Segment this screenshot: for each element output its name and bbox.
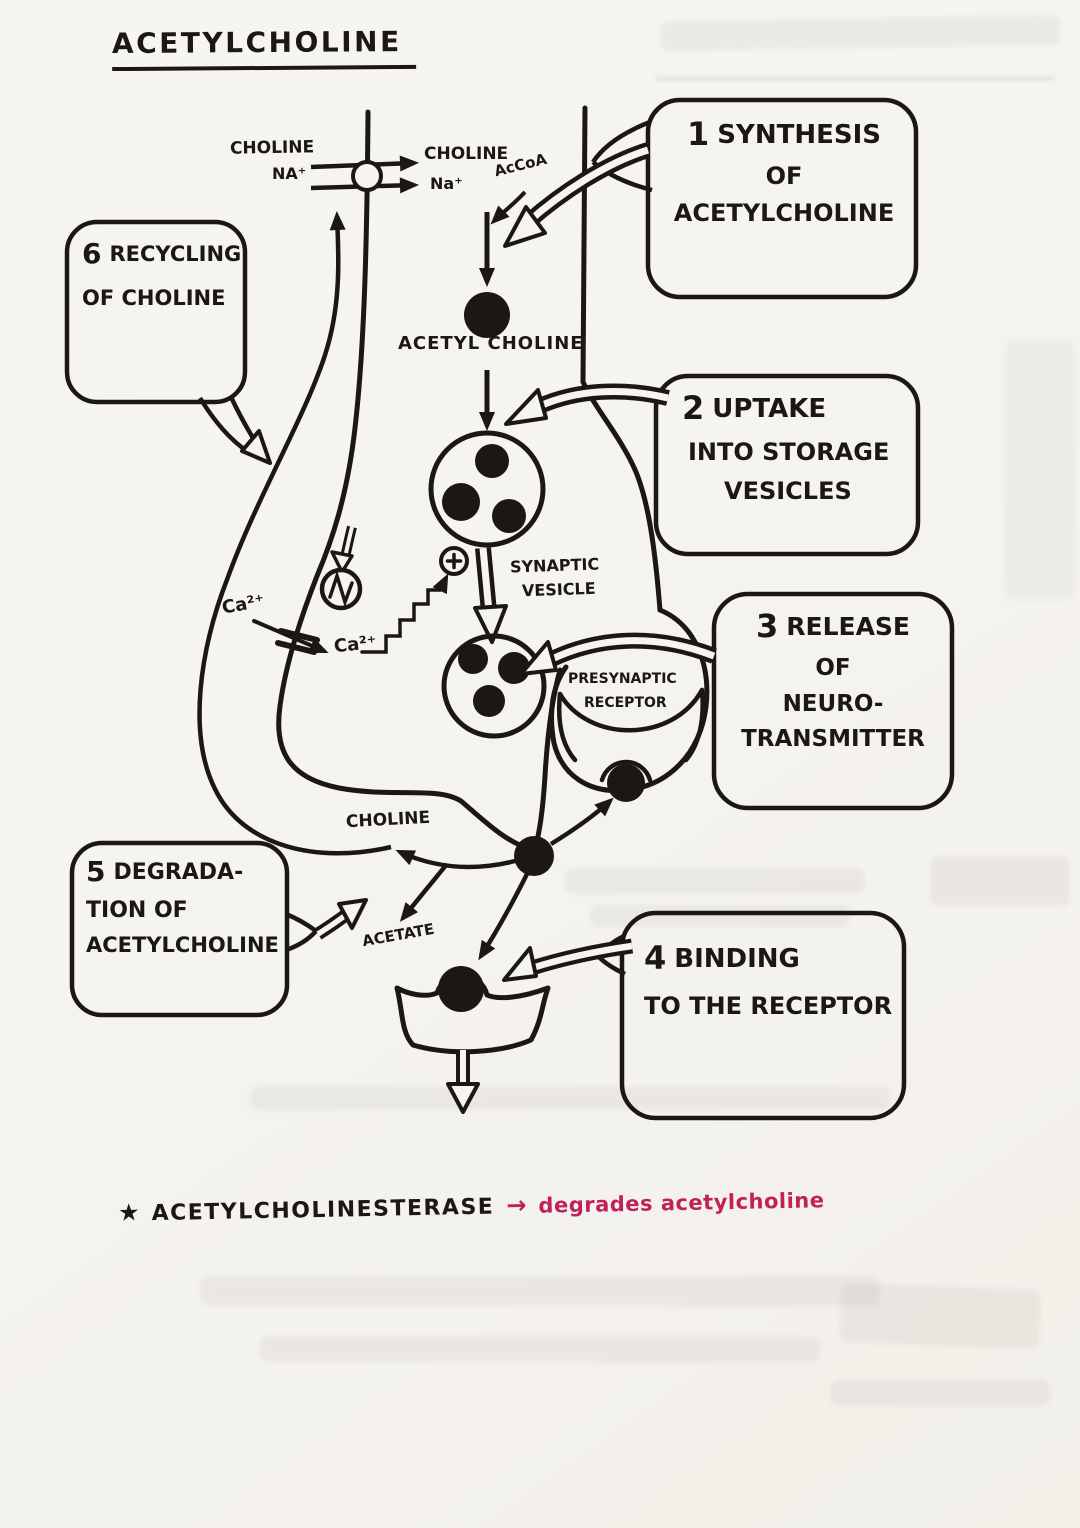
bleed-through-mark bbox=[930, 856, 1070, 906]
choline-recycling-path bbox=[197, 211, 392, 856]
callout-line: TRANSMITTER bbox=[741, 725, 925, 752]
acetylcholine-label: ACETYL CHOLINE bbox=[398, 333, 584, 354]
postsynaptic-receptor-shape bbox=[394, 966, 551, 1055]
vesicle-transport-arrow bbox=[473, 547, 508, 644]
arrow-to-acetate bbox=[399, 862, 449, 922]
callout-number: 2 bbox=[682, 389, 705, 427]
presynaptic-receptor-label-line1: PRESYNAPTIC bbox=[568, 671, 677, 687]
neurotransmitter-on-presynaptic-receptor bbox=[607, 764, 645, 802]
choline-outside-label: CHOLINE bbox=[229, 137, 315, 159]
callout-recycling: 6 RECYCLING OF CHOLINE bbox=[82, 237, 242, 311]
arrow-icon: → bbox=[506, 1190, 527, 1220]
accoa-arrow bbox=[490, 190, 527, 225]
presynaptic-receptor-label-line2: RECEPTOR bbox=[584, 695, 667, 711]
presynaptic-terminal-membrane bbox=[276, 105, 710, 852]
callout-number: 3 bbox=[755, 607, 779, 645]
bleed-through-mark bbox=[200, 1276, 880, 1306]
callout-arrow-release bbox=[519, 632, 717, 676]
sodium-outside-label: NA⁺ bbox=[272, 164, 307, 183]
callout-line: RELEASE bbox=[786, 612, 911, 641]
callout-number: 5 bbox=[86, 855, 106, 888]
callout-line: OF CHOLINE bbox=[82, 286, 226, 311]
synaptic-vesicle-label-line2: VESICLE bbox=[521, 578, 596, 601]
bleed-through-mark bbox=[1005, 340, 1075, 600]
choline-transporter bbox=[310, 155, 419, 194]
arrow-to-postsynaptic-receptor bbox=[478, 872, 530, 961]
neurotransmitter-on-postsynaptic-receptor bbox=[438, 966, 484, 1012]
choline-inside-label: CHOLINE bbox=[424, 144, 509, 164]
callout-line: UPTAKE bbox=[712, 394, 827, 424]
callout-line: OF bbox=[815, 654, 851, 681]
star-icon: ★ bbox=[117, 1198, 140, 1227]
bleed-through-mark bbox=[565, 868, 865, 894]
callout-line: OF bbox=[765, 161, 803, 190]
page-title: ACETYLCHOLINE bbox=[111, 24, 416, 72]
released-neurotransmitter-dot bbox=[514, 836, 554, 876]
callout-line: DEGRADA- bbox=[113, 860, 244, 885]
callout-number: 4 bbox=[644, 939, 667, 977]
callout-line: ACETYLCHOLINE bbox=[86, 933, 279, 958]
callout-line: RECYCLING bbox=[109, 242, 242, 266]
synaptic-vesicle-label-line1: SYNAPTIC bbox=[509, 554, 600, 577]
action-potential-icon bbox=[319, 525, 363, 611]
callout-line: TION OF bbox=[86, 898, 188, 924]
enzyme-definition: degrades acetylcholine bbox=[538, 1188, 825, 1218]
postsynaptic-signal-arrow bbox=[446, 1050, 480, 1114]
callout-degradation: 5 DEGRADA- TION OF ACETYLCHOLINE bbox=[86, 855, 279, 958]
bleed-through-mark bbox=[260, 1336, 820, 1362]
sodium-inside-label: Na⁺ bbox=[430, 174, 463, 193]
callout-line: BINDING bbox=[674, 944, 800, 974]
callout-arrow-synthesis bbox=[503, 142, 651, 248]
storage-vesicle bbox=[428, 430, 546, 548]
releasing-synaptic-vesicle bbox=[441, 633, 547, 739]
bleed-through-mark bbox=[655, 76, 1055, 81]
callout-number: 1 bbox=[687, 115, 710, 153]
callout-arrow-degradation bbox=[314, 898, 368, 940]
bleed-through-mark bbox=[590, 905, 850, 927]
callout-number: 6 bbox=[82, 237, 102, 270]
bleed-through-mark bbox=[830, 1380, 1050, 1406]
callout-line: TO THE RECEPTOR bbox=[644, 991, 893, 1020]
callout-arrow-uptake bbox=[504, 383, 670, 426]
callout-arrow-binding bbox=[502, 938, 634, 982]
bleed-through-mark bbox=[250, 1086, 890, 1110]
acetylcholine-molecule-dot bbox=[464, 292, 510, 338]
callout-line: SYNTHESIS bbox=[717, 120, 881, 150]
callout-line: VESICLES bbox=[724, 477, 852, 506]
calcium-activation-signal bbox=[360, 546, 469, 654]
callout-line: ACETYLCHOLINE bbox=[673, 199, 895, 228]
calcium-channel bbox=[252, 619, 329, 655]
arrow-to-presynaptic-receptor bbox=[549, 797, 614, 846]
callout-line: NEURO- bbox=[782, 691, 884, 718]
synaptic-cleft-neck bbox=[532, 667, 563, 851]
callout-bubbles bbox=[64, 97, 955, 1121]
recycling-tail-arrowhead bbox=[240, 429, 272, 465]
arrow-to-choline bbox=[395, 849, 516, 870]
presynaptic-receptor-shape bbox=[557, 687, 705, 802]
callout-line: INTO STORAGE bbox=[688, 437, 890, 466]
